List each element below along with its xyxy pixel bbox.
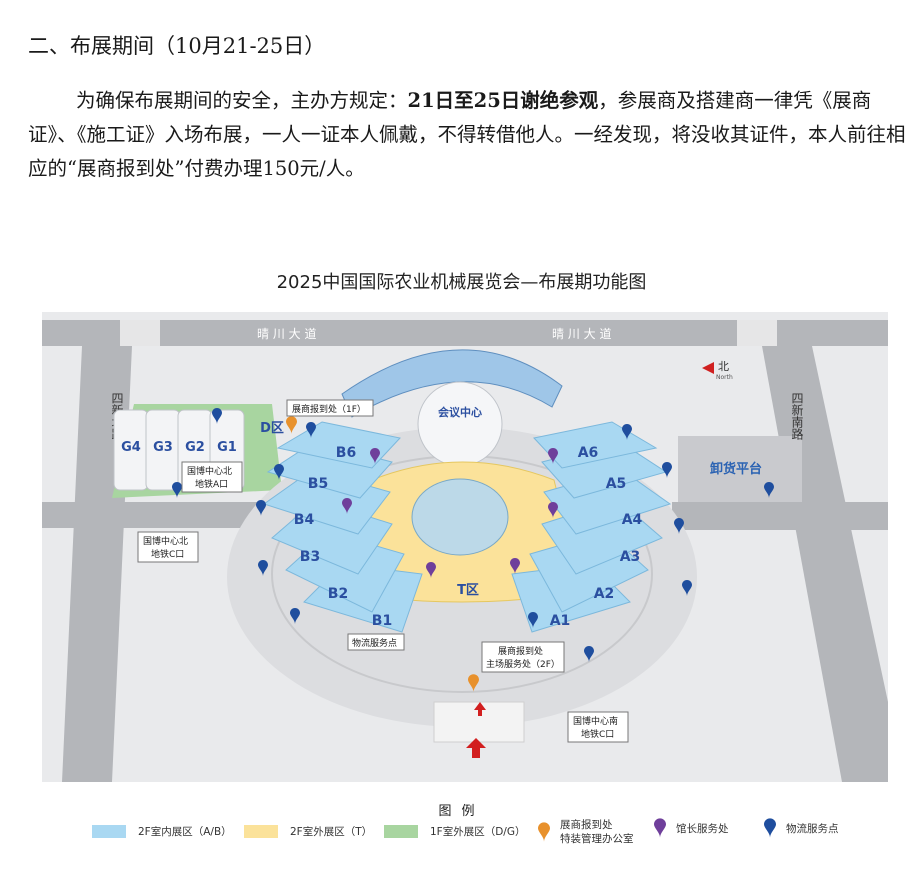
road-label-right: 四新南路 (790, 392, 804, 441)
callout-registration-2f: 展商报到处 主场服务处（2F） (481, 641, 565, 673)
legend-title: 图例 (438, 804, 485, 819)
venue-map: 卸货平台 晴 川 大 道 晴 川 大 道 四新北路 四新南路 北 North G… (42, 312, 888, 782)
hall-a5: A5 (606, 476, 627, 492)
hall-g4: G4 (121, 440, 141, 455)
conference-building-roof (341, 349, 563, 418)
road-label-top-right: 晴 川 大 道 (552, 327, 611, 341)
entrance-arrow-icon (474, 702, 486, 716)
legend-swatch-outdoor-dg (384, 825, 418, 838)
svg-text:国博中心南: 国博中心南 (573, 715, 618, 727)
map-title: 2025中国国际农业机械展览会—布展期功能图 (276, 272, 647, 293)
hall-g3: G3 (153, 440, 173, 455)
legend-swatch-outdoor-t (244, 825, 278, 838)
curator-pin-icon (654, 818, 666, 838)
hall-g1: G1 (217, 440, 237, 455)
hall-a3: A3 (620, 549, 641, 565)
svg-text:物流服务点: 物流服务点 (352, 637, 397, 649)
notice-paragraph: 为确保布展期间的安全，主办方规定：21日至25日谢绝参观，参展商及搭建商一律凭《… (28, 84, 913, 186)
hall-b2: B2 (328, 586, 348, 602)
legend-label-outdoor-t: 2F室外展区（T） (290, 826, 373, 838)
compass-sub: North (716, 374, 733, 381)
legend-item-registration: 展商报到处 特装管理办公室 (538, 818, 634, 846)
hall-a2: A2 (594, 586, 615, 602)
legend-label-logistics: 物流服务点 (786, 822, 839, 835)
callout-logistics: 物流服务点 (347, 633, 405, 651)
section-heading: 二、布展期间（10月21-25日） (28, 34, 326, 58)
hall-t: T区 (457, 583, 479, 598)
north-arrow-icon (702, 362, 714, 374)
callout-registration-1f: 展商报到处（1F） (286, 399, 374, 417)
hall-d: D区 (260, 421, 284, 436)
svg-text:展商报到处（1F）: 展商报到处（1F） (292, 403, 366, 415)
svg-text:国博中心北: 国博中心北 (187, 465, 232, 477)
legend-label-registration-1: 展商报到处 (560, 819, 613, 831)
right-link-road (672, 502, 888, 530)
entrance-arrow-lower-icon (466, 738, 486, 758)
conference-center-label: 会议中心 (438, 405, 482, 419)
notice-bold-text: 21日至25日谢绝参观 (407, 89, 599, 112)
legend-item-logistics: 物流服务点 (764, 818, 839, 838)
hall-a4: A4 (622, 512, 643, 528)
hall-b4: B4 (294, 512, 315, 528)
hall-b6: B6 (336, 445, 356, 461)
hall-g2: G2 (185, 440, 205, 455)
unloading-platform-label: 卸货平台 (710, 461, 762, 477)
notice-text-1: 为确保布展期间的安全，主办方规定： (76, 89, 408, 112)
svg-text:地铁A口: 地铁A口 (195, 478, 228, 490)
b-halls (262, 421, 423, 633)
svg-text:主场服务处（2F）: 主场服务处（2F） (486, 658, 560, 670)
legend-item-outdoor-dg: 1F室外展区（D/G） (384, 824, 525, 839)
logistics-pin-icon (764, 818, 776, 838)
registration-pin-icon (538, 822, 550, 842)
callout-metro-north-c: 国博中心北 地铁C口 (137, 531, 199, 563)
hall-a1: A1 (550, 613, 571, 629)
callout-metro-north-a: 国博中心北 地铁A口 (181, 461, 243, 493)
legend-label-curator: 馆长服务处 (676, 822, 729, 835)
hall-b1: B1 (372, 613, 392, 629)
legend-label-outdoor-dg: 1F室外展区（D/G） (430, 826, 526, 838)
legend-item-indoor-ab: 2F室内展区（A/B） (92, 824, 232, 839)
central-dome (411, 478, 509, 556)
conference-dome (417, 381, 503, 467)
legend-item-outdoor-t: 2F室外展区（T） (244, 824, 372, 839)
a-halls (511, 421, 672, 633)
legend-item-curator: 馆长服务处 (654, 818, 729, 838)
compass-label: 北 (718, 360, 729, 373)
callout-metro-south-c: 国博中心南 地铁C口 (567, 711, 629, 743)
legend-label-indoor: 2F室内展区（A/B） (138, 826, 232, 838)
svg-text:地铁C口: 地铁C口 (581, 728, 614, 740)
svg-text:展商报到处: 展商报到处 (498, 645, 543, 657)
svg-text:地铁C口: 地铁C口 (151, 548, 184, 560)
road-label-top-left: 晴 川 大 道 (257, 327, 316, 341)
hall-a6: A6 (578, 445, 599, 461)
hall-b3: B3 (300, 549, 320, 565)
notice-text-2: ，参展商及搭建商一律凭《展商证》、《施工证》入场布展，一人一证本人佩戴，不得转借… (28, 89, 906, 180)
left-link-road (42, 502, 262, 528)
hall-b5: B5 (308, 476, 328, 492)
legend-swatch-indoor (92, 825, 126, 838)
legend-label-registration-2: 特装管理办公室 (560, 833, 634, 845)
svg-text:国博中心北: 国博中心北 (143, 535, 188, 547)
